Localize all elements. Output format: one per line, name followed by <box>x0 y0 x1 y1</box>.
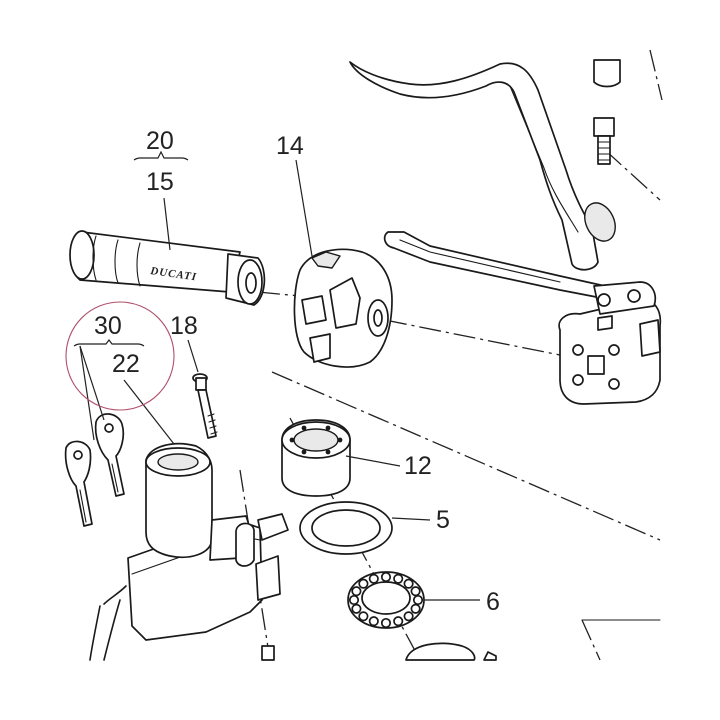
connector <box>257 513 289 541</box>
callout-30: 30 <box>94 312 122 340</box>
bolt <box>192 373 218 439</box>
brake-lever-body <box>349 61 599 271</box>
ignition-keys <box>64 413 125 527</box>
bearing-balls <box>348 571 424 629</box>
seal <box>299 501 393 555</box>
bearing-ball <box>351 603 362 614</box>
bearing-ball <box>412 594 424 606</box>
clamp-bolt <box>593 117 615 165</box>
callout-15: 15 <box>146 168 174 196</box>
callout-12: 12 <box>404 452 432 480</box>
bearing-ball <box>410 603 421 614</box>
brace-20-15 <box>133 150 189 161</box>
brace-30-22 <box>73 339 145 347</box>
bearing-ball <box>393 616 404 627</box>
leader-5 <box>391 517 431 521</box>
callout-18: 18 <box>170 312 198 340</box>
bearing-ball <box>380 617 392 629</box>
brake-lever <box>349 59 621 271</box>
bearing-ball <box>403 578 414 589</box>
master-cylinder-top <box>593 281 657 315</box>
clutch-lever <box>383 231 615 301</box>
brake-lever-pivot <box>593 59 621 88</box>
callout-20: 20 <box>146 127 174 155</box>
key-right <box>94 413 125 497</box>
bearing-ball <box>358 611 369 622</box>
leader-14 <box>295 159 313 257</box>
bearing-ball <box>348 594 360 606</box>
bearing-ball <box>368 616 379 627</box>
bearing-inner <box>361 581 411 615</box>
leader-lines <box>73 150 480 601</box>
bearing-ball <box>351 586 362 597</box>
annotation-circle <box>65 301 175 411</box>
bearing-housing <box>281 419 351 497</box>
bearing <box>347 571 425 629</box>
bottom-parts <box>405 642 497 661</box>
callout-6: 6 <box>486 588 500 616</box>
leader-30-key-left <box>79 345 95 441</box>
switch-button <box>329 277 361 329</box>
axis-clamp-bolt <box>604 149 661 201</box>
grip-body <box>71 231 241 293</box>
axis-bottom-right <box>581 619 601 661</box>
bearing-ball <box>380 571 392 583</box>
grip-end-cap <box>69 230 95 280</box>
callout-22: 22 <box>112 350 140 378</box>
leader-30-key-right <box>79 345 105 421</box>
bearing-ball <box>368 573 379 584</box>
key-left <box>64 440 93 527</box>
leader-22 <box>123 379 175 445</box>
handlebar-grip: DUCATI <box>69 230 266 306</box>
axis-top-right <box>649 49 663 101</box>
handlebar-switch <box>293 248 393 368</box>
bearing-ball <box>393 573 404 584</box>
axis-steering <box>271 371 661 541</box>
callout-14: 14 <box>276 132 304 160</box>
bearing-ball <box>410 586 421 597</box>
axis-switch-to-master <box>384 319 561 356</box>
ignition-switch <box>89 442 289 661</box>
leader-15 <box>163 197 171 251</box>
axis-ignition-bolt <box>239 469 271 661</box>
leader-18 <box>187 339 199 373</box>
axis-grip-to-switch <box>257 291 301 297</box>
bearing-ball <box>403 611 414 622</box>
callout-5: 5 <box>436 506 450 534</box>
clutch-lever-assembly <box>383 231 662 405</box>
leader-12 <box>345 455 401 467</box>
callout-labels: 20 15 14 30 22 18 12 5 6 <box>94 127 500 616</box>
bearing-ball <box>358 578 369 589</box>
seal-inner <box>311 509 381 547</box>
